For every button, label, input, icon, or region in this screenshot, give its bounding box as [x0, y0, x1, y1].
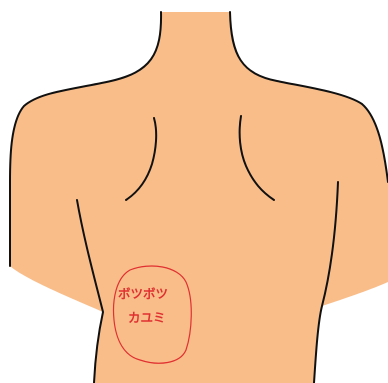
- rash-label-line2: カユミ: [128, 310, 166, 325]
- torso-body: [10, 12, 388, 383]
- rash-label-line1: ボツボツ: [118, 286, 168, 301]
